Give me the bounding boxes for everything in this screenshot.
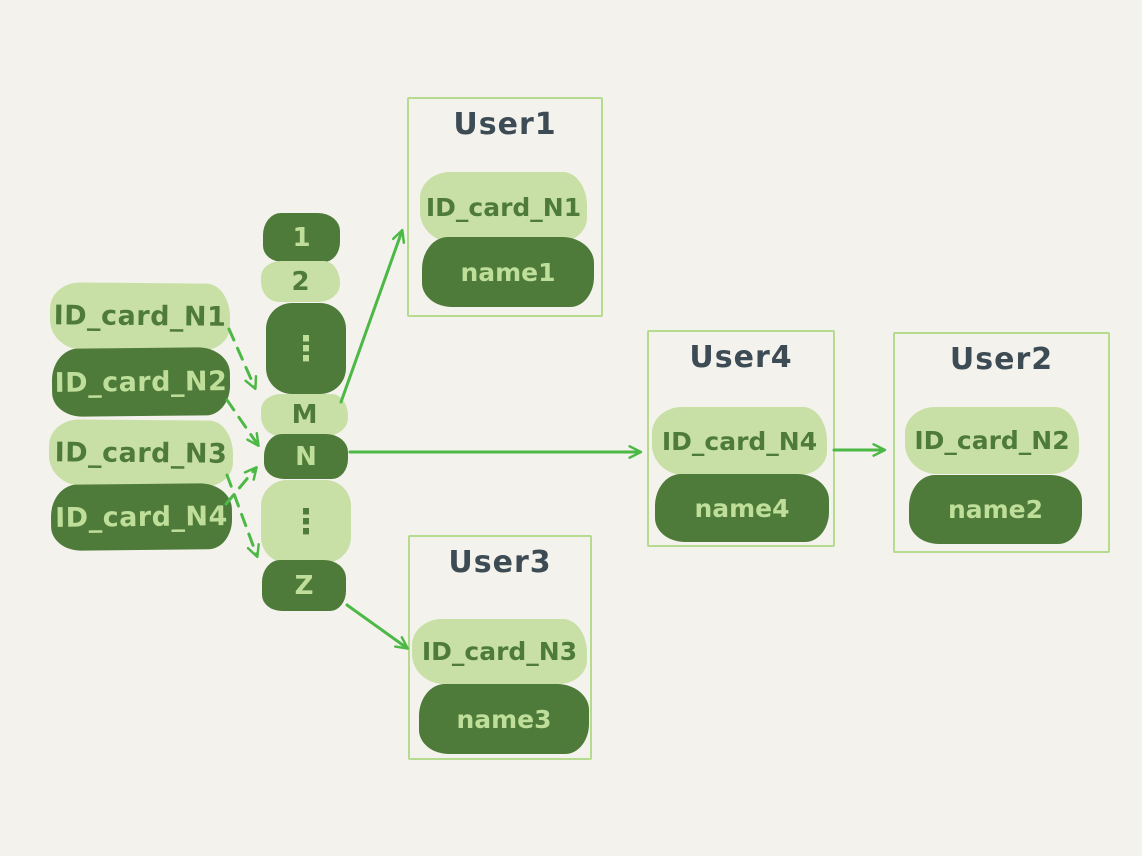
user3-id-card-pill: ID_card_N3 — [412, 619, 587, 684]
id-card-n4: ID_card_N4 — [50, 483, 233, 551]
user2-title: User2 — [949, 342, 1054, 377]
id-card-n1: ID_card_N1 — [49, 282, 231, 351]
hash-bucket-dots-top-label: ⋮ — [289, 328, 323, 369]
user4-title: User4 — [689, 340, 793, 375]
user2-name-label: name2 — [947, 495, 1044, 524]
id-card-n1-label: ID_card_N1 — [53, 300, 227, 333]
hash-bucket-z-label: Z — [294, 570, 314, 601]
user2-id-card-label: ID_card_N2 — [914, 426, 1070, 455]
hash-bucket-dots-bottom-label: ⋮ — [289, 501, 323, 542]
hash-bucket-2-label: 2 — [291, 266, 310, 297]
user2-box: User2 ID_card_N2 name2 — [893, 332, 1110, 553]
user3-title: User3 — [448, 545, 552, 580]
user1-box: User1 ID_card_N1 name1 — [407, 97, 603, 317]
hash-bucket-1-label: 1 — [292, 222, 311, 253]
user2-id-card-pill: ID_card_N2 — [905, 407, 1079, 474]
id-card-n3: ID_card_N3 — [48, 419, 234, 487]
hash-bucket-z: Z — [262, 560, 346, 611]
user1-name-label: name1 — [460, 257, 556, 287]
user3-name-pill: name3 — [419, 684, 589, 754]
hash-bucket-2: 2 — [261, 261, 340, 302]
hash-bucket-n: N — [264, 434, 348, 479]
user1-id-card-label: ID_card_N1 — [425, 192, 582, 222]
hash-bucket-n-label: N — [295, 441, 317, 472]
hash-bucket-m-label: M — [291, 400, 318, 430]
id-card-n2-label: ID_card_N2 — [54, 365, 228, 399]
id-card-n3-label: ID_card_N3 — [54, 436, 228, 470]
hash-bucket-m: M — [261, 394, 348, 436]
user4-box: User4 ID_card_N4 name4 — [647, 330, 835, 547]
user4-id-card-pill: ID_card_N4 — [652, 407, 827, 475]
solid-arrow-bucket-z-to-user3 — [345, 603, 409, 650]
user4-name-pill: name4 — [655, 474, 829, 542]
dashed-arrow-idcard-n2-to-bucket-n — [225, 398, 260, 448]
id-card-n4-label: ID_card_N4 — [54, 500, 229, 534]
hash-bucket-dots-bottom: ⋮ — [261, 480, 351, 563]
dashed-arrow-idcard-n4-to-bucket-n — [224, 466, 258, 506]
solid-arrow-bucket-m-to-user1 — [339, 228, 406, 404]
user2-name-pill: name2 — [909, 475, 1082, 544]
user1-name-pill: name1 — [422, 237, 594, 307]
dashed-arrow-idcard-n1-to-bucket-m — [227, 327, 258, 391]
user3-id-card-label: ID_card_N3 — [421, 637, 578, 666]
user4-id-card-label: ID_card_N4 — [661, 426, 818, 456]
user1-id-card-pill: ID_card_N1 — [420, 172, 587, 242]
hash-bucket-dots-top: ⋮ — [266, 303, 346, 394]
user1-title: User1 — [453, 107, 557, 142]
hash-bucket-1: 1 — [263, 213, 340, 262]
id-card-n2: ID_card_N2 — [51, 347, 231, 417]
user3-box: User3 ID_card_N3 name3 — [408, 535, 592, 760]
user4-name-label: name4 — [694, 493, 790, 523]
user3-name-label: name3 — [456, 704, 552, 734]
